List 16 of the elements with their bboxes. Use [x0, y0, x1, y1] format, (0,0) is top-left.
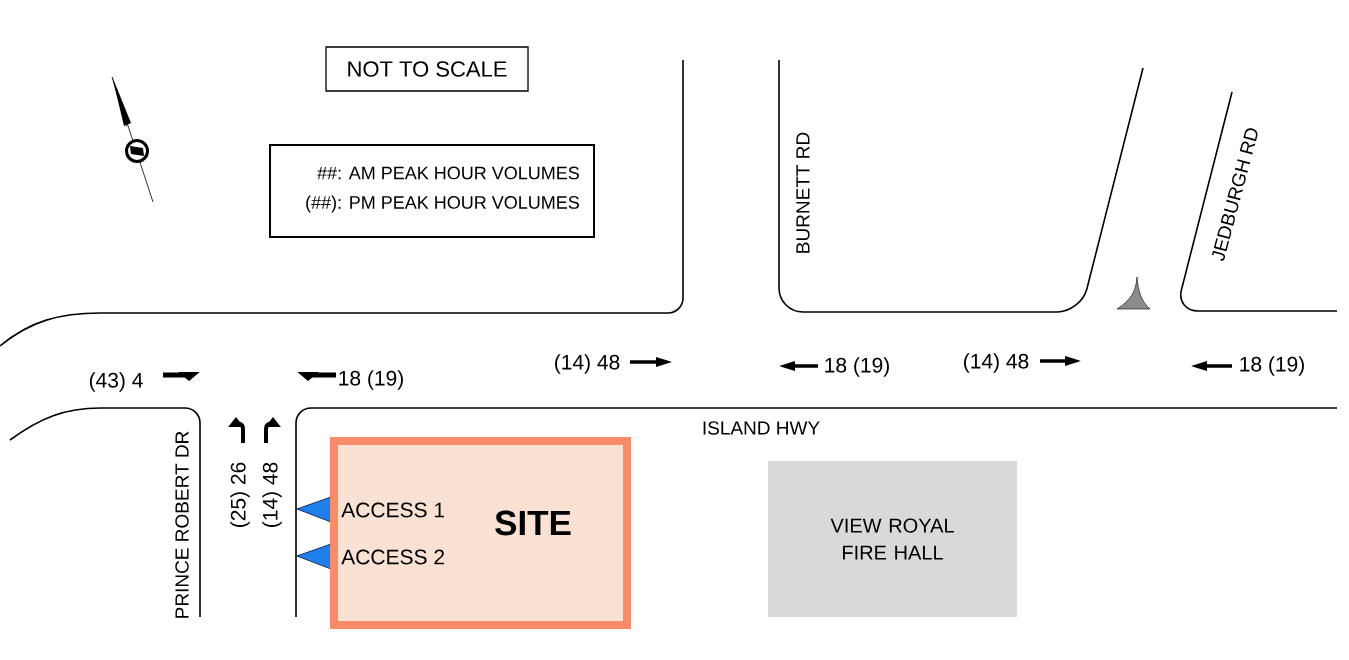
volume-label: (25) 26: [230, 462, 250, 527]
street-name: PRINCE ROBERT DR: [175, 431, 189, 618]
volume-label: (14) 48: [964, 353, 1029, 373]
street-name: ISLAND HWY: [703, 421, 820, 435]
note-box: NOT TO SCALE: [325, 46, 529, 92]
volume-label: (14) 48: [555, 354, 620, 374]
street-name: BURNETT RD: [796, 132, 810, 253]
access-label: ACCESS 1: [341, 502, 445, 518]
legend-box: ##: AM PEAK HOUR VOLUMES (##): PM PEAK HOUR VOLUMES: [269, 144, 595, 238]
volume-label: (43) 4: [89, 372, 143, 392]
volume-label: 18 (19): [339, 370, 403, 390]
volume-label: 18 (19): [825, 357, 889, 377]
volume-label: (14) 48: [262, 462, 282, 527]
access-label: ACCESS 2: [341, 549, 444, 565]
volume-label: 18 (19): [1240, 356, 1304, 376]
building-box: VIEW ROYAL FIRE HALL: [768, 461, 1017, 617]
